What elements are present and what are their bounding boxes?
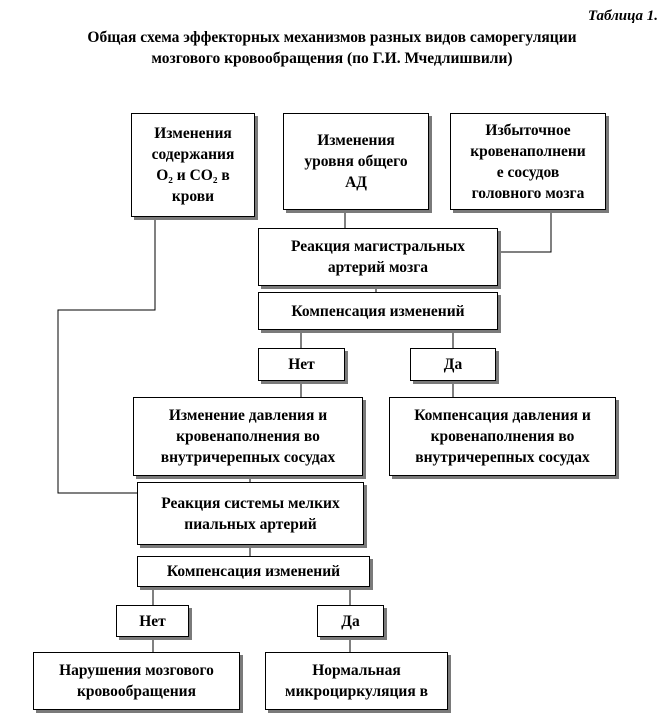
box-gas-changes: Изменения содержания O₂ и CO₂ в крови: [131, 113, 255, 217]
diagram-title: Общая схема эффекторных механизмов разны…: [87, 29, 577, 67]
box-no-1: Нет: [258, 348, 345, 381]
box-main-arteries-reaction: Реакция магистральных артерий мозга: [258, 228, 498, 286]
table-caption: Таблица 1.: [587, 8, 658, 24]
box-compensation-2: Компенсация изменений: [137, 556, 370, 587]
box-excess-blood: Избыточное кровенаполнени е сосудов голо…: [450, 113, 606, 210]
box-compensation-1: Компенсация изменений: [258, 292, 498, 330]
box-normal-microcirculation: Нормальная микроциркуляция в: [265, 652, 448, 710]
box-yes-2: Да: [317, 605, 384, 637]
box-pressure-compensation: Компенсация давления и кровенаполнения в…: [389, 397, 616, 476]
connector-gas-to-pial: [57, 217, 156, 494]
box-circulation-disorder: Нарушения мозгового кровообращения: [33, 652, 240, 710]
box-pial-arteries-reaction: Реакция системы мелких пиальных артерий: [137, 482, 364, 545]
connector-excess-to-main: [498, 210, 552, 253]
box-no-2: Нет: [116, 605, 189, 637]
box-pressure-changes: Изменения уровня общего АД: [283, 113, 429, 210]
box-yes-1: Да: [410, 348, 496, 381]
box-pressure-change-vessels: Изменение давления и кровенаполнения во …: [133, 397, 363, 476]
